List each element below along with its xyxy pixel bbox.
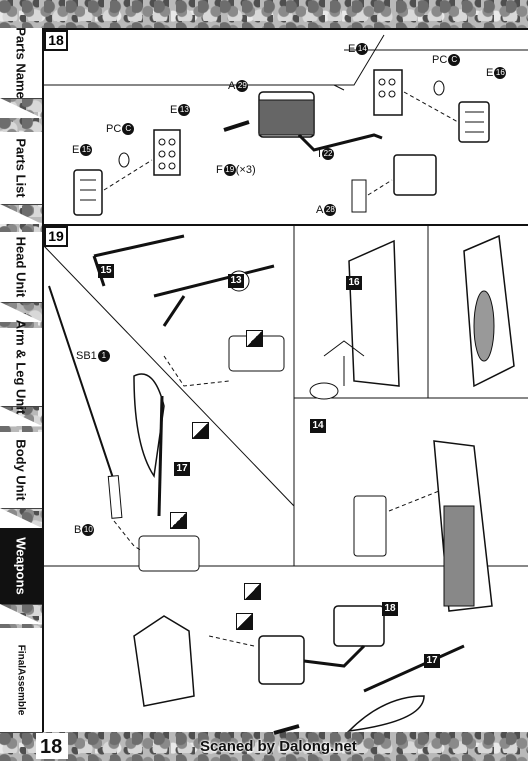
camo-top-border (0, 0, 528, 28)
tab-fold-corner (0, 302, 42, 322)
camo-bottom-border (0, 732, 528, 761)
page-number: 18 (40, 736, 63, 758)
tab-fold-corner (0, 508, 42, 528)
page-number-box (36, 733, 68, 759)
mark-half-icon (244, 583, 261, 600)
instruction-frame: 18 (42, 28, 528, 735)
tab-label: Head Unit (13, 236, 29, 298)
tab-parts-name[interactable]: Parts Name (0, 27, 43, 99)
tab-label: Parts Name (13, 27, 29, 99)
tab-label: Parts List (13, 138, 29, 198)
callout-14: 14 (310, 419, 326, 433)
tab-label: Arm & Leg Unit (13, 319, 29, 415)
callout-13: 13 (228, 274, 244, 288)
mark-half-icon (170, 512, 187, 529)
step-18-illustration (44, 34, 528, 216)
tab-parts-list[interactable]: Parts List (0, 132, 43, 205)
step-number: 18 (44, 30, 68, 51)
step-19-illustration (43, 226, 528, 735)
scan-credit: Scaned by Dalong.net (200, 738, 357, 755)
tab-label: FinalAssemble (15, 644, 27, 716)
callout-17-bottom: 17 (424, 654, 440, 668)
tab-fold-corner (0, 406, 42, 426)
tab-body-unit[interactable]: Body Unit (0, 432, 43, 509)
tab-arm-leg-unit[interactable]: Arm & Leg Unit (0, 320, 43, 414)
callout-16: 16 (346, 276, 362, 290)
tab-weapons[interactable]: Weapons (0, 528, 43, 605)
section-sidebar: Parts Name Parts List Head Unit Arm & Le… (0, 27, 43, 733)
callout-18: 18 (382, 602, 398, 616)
tab-fold-corner (0, 98, 42, 118)
mark-half-icon (236, 613, 253, 630)
tab-final-assemble[interactable]: FinalAssemble (0, 628, 43, 733)
tab-fold-corner (0, 204, 42, 224)
tab-label: Weapons (13, 537, 29, 595)
tab-head-unit[interactable]: Head Unit (0, 232, 43, 303)
callout-15: 15 (98, 264, 114, 278)
step-19-panel: 19 (43, 224, 528, 735)
tab-label: Body Unit (13, 439, 29, 501)
callout-17: 17 (174, 462, 190, 476)
step-number: 19 (44, 226, 68, 247)
tab-fold-corner (0, 604, 42, 624)
step-18-panel: 18 (44, 28, 528, 220)
mark-half-icon (246, 330, 263, 347)
mark-half-icon (192, 422, 209, 439)
